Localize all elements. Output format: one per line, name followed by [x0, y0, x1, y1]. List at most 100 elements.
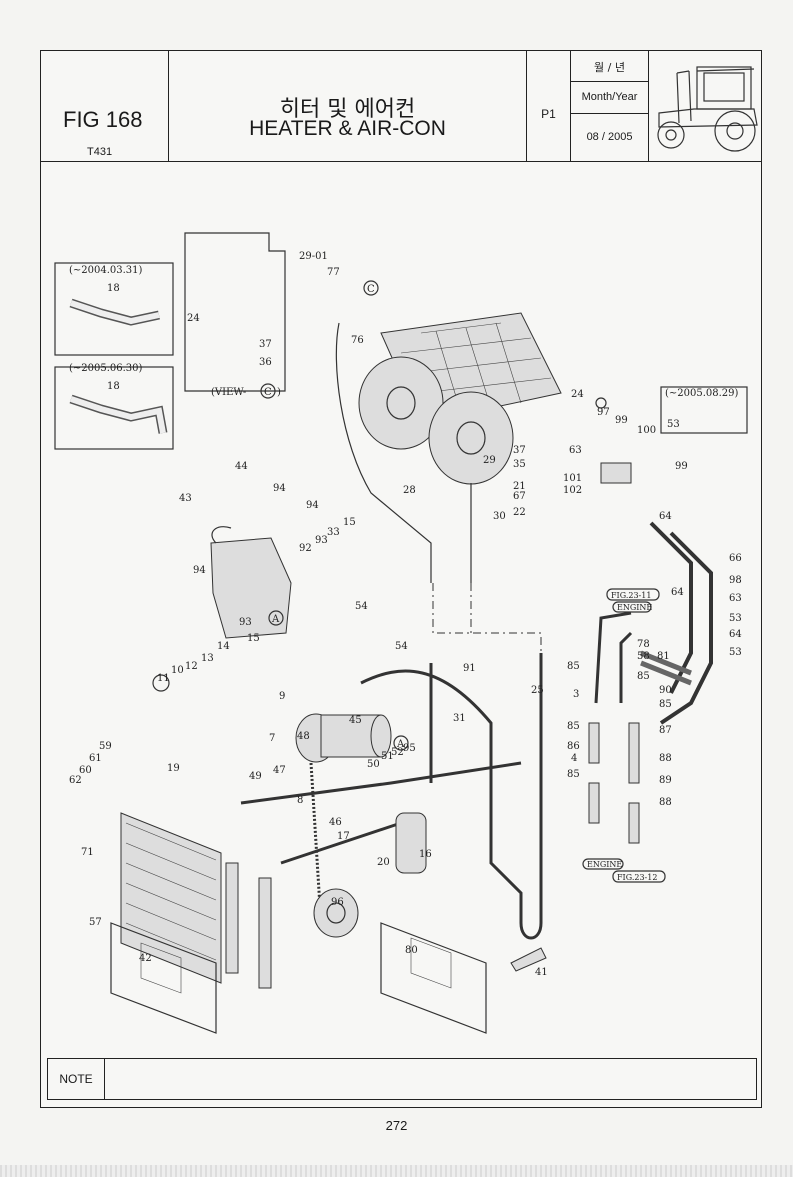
date-value: 08 / 2005 — [586, 131, 633, 143]
callout: 85 — [659, 699, 672, 710]
callout: 13 — [201, 653, 214, 664]
callout: 29 — [483, 455, 496, 466]
callout: 91 — [463, 663, 476, 674]
view-c-box — [184, 232, 286, 392]
tractor-icon — [657, 66, 758, 152]
callout: 52 — [391, 747, 404, 758]
ac-line-25 — [429, 653, 543, 940]
ref-fig-23-12 — [612, 870, 666, 883]
callout: 96 — [331, 897, 344, 908]
clamp-41 — [510, 947, 547, 972]
callout: 80 — [405, 945, 418, 956]
catalog-page-frame: FIG 168 T431 히터 및 에어컨 HEATER & AIR-CON P… — [40, 50, 762, 1108]
callout: 66 — [729, 553, 742, 564]
callout: 37 — [259, 339, 272, 350]
callout: 94 — [306, 500, 319, 511]
ref-engine-top-text: ENGINE — [617, 603, 652, 612]
divider — [571, 81, 648, 82]
marker-c-circle — [363, 280, 379, 296]
engine-hoses — [594, 611, 633, 704]
variant-date-2005-06: (~2005.06.30) — [69, 363, 143, 374]
callout: 12 — [185, 661, 198, 672]
callout: 22 — [513, 507, 526, 518]
callout: 101 — [563, 473, 582, 484]
callout: 54 — [395, 641, 408, 652]
variant-date-2005-08: (~2005.08.29) — [665, 388, 739, 399]
callout: 31 — [453, 713, 466, 724]
callout: 43 — [179, 493, 192, 504]
callout: 64 — [729, 629, 742, 640]
callout: 45 — [349, 715, 362, 726]
callout: 87 — [659, 725, 672, 736]
marker-c: C — [367, 284, 375, 295]
callout: 33 — [327, 527, 340, 538]
callout: 86 — [567, 741, 580, 752]
callout: 20 — [377, 857, 390, 868]
callout: 15 — [343, 517, 356, 528]
divider — [571, 113, 648, 114]
ac-compressor — [295, 713, 392, 763]
view-close: ) — [277, 387, 281, 398]
title-korean: 히터 및 에어컨 — [279, 97, 416, 122]
callout: 18 — [107, 283, 120, 294]
callout: 64 — [671, 587, 684, 598]
callout: 67 — [513, 491, 526, 502]
callout: 4 — [571, 753, 577, 764]
scan-edge — [0, 1165, 793, 1177]
grille-80 — [380, 922, 487, 1034]
callout: 102 — [563, 485, 582, 496]
callout: 9 — [279, 691, 285, 702]
callout: 50 — [367, 759, 380, 770]
callout: 11 — [157, 673, 170, 684]
title-english: HEATER & AIR-CON — [249, 117, 446, 140]
callout: 25 — [531, 685, 544, 696]
page-number: 272 — [385, 1118, 408, 1133]
callout: 42 — [139, 953, 152, 964]
view-letter: C — [264, 387, 272, 398]
callout: 53 — [729, 613, 742, 624]
pulley-96 — [313, 888, 359, 938]
callout: 19 — [167, 763, 180, 774]
callout: 90 — [659, 685, 672, 696]
page-cell: P1 — [527, 51, 571, 161]
callout: 78 — [637, 639, 650, 650]
callout: 77 — [327, 267, 340, 278]
valve-101 — [600, 462, 632, 484]
callout: 53 — [667, 419, 680, 430]
hose-89 — [628, 802, 640, 844]
callout: 29-01 — [299, 251, 328, 262]
callout: 53 — [729, 647, 742, 658]
marker-a: A — [271, 614, 280, 625]
marker-a: A — [396, 739, 405, 750]
callout: 99 — [675, 461, 688, 472]
tractor-image-cell — [649, 51, 761, 161]
callout: 7 — [269, 733, 275, 744]
date-cell: 월 / 년 Month/Year 08 / 2005 — [571, 51, 649, 161]
ref-engine-top — [612, 601, 652, 613]
callout: 95 — [403, 743, 416, 754]
callout: 44 — [235, 461, 248, 472]
ac-line-7-8 — [240, 761, 522, 865]
callout: 93 — [315, 535, 328, 546]
variant-box-2005-06 — [54, 366, 174, 450]
callout: 97 — [597, 407, 610, 418]
callout: 54 — [355, 601, 368, 612]
note-row: NOTE — [47, 1058, 757, 1100]
callout: 94 — [273, 483, 286, 494]
ref-engine-bottom-text: ENGINE — [587, 860, 622, 869]
figure-number: FIG 168 — [63, 107, 143, 132]
callout: 85 — [567, 661, 580, 672]
hose-4 — [588, 782, 600, 824]
callout: 64 — [659, 511, 672, 522]
callout: 85 — [567, 721, 580, 732]
callout: 59 — [99, 741, 112, 752]
callout: 92 — [299, 543, 312, 554]
view-label: (VIEW- — [211, 387, 246, 398]
variant-box-2004 — [54, 262, 174, 356]
ref-fig-23-12-text: FIG.23-12 — [617, 873, 657, 882]
callout: 81 — [657, 651, 670, 662]
callout: 100 — [637, 425, 656, 436]
title-cell: 히터 및 에어컨 HEATER & AIR-CON — [169, 51, 527, 161]
callout: 10 — [171, 665, 184, 676]
callout: 99 — [615, 415, 628, 426]
